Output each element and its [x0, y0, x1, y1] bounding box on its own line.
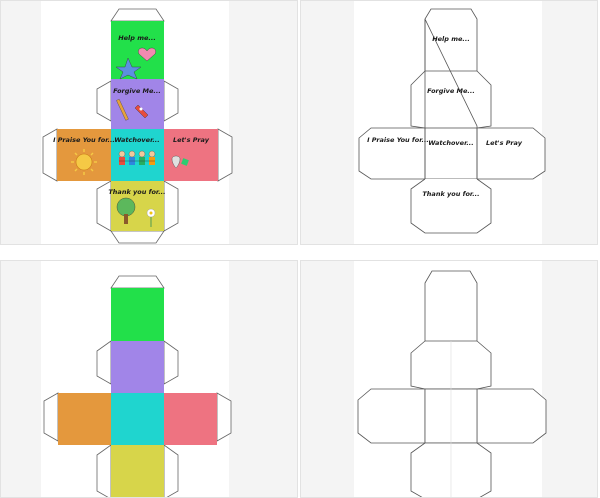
face-left — [58, 393, 111, 445]
face-bottom — [111, 445, 164, 497]
label-help: Help me... — [118, 34, 156, 42]
star-icon — [115, 57, 142, 80]
label-praise: I Praise You for... — [53, 136, 115, 144]
label-help: Help me... — [432, 35, 470, 43]
glue-tab-top — [110, 275, 165, 289]
strawberry-icon — [171, 155, 189, 169]
children-icon — [118, 150, 156, 165]
face-upper — [111, 341, 164, 393]
face-pray — [164, 129, 218, 181]
label-watchover: Watchover... — [428, 139, 474, 147]
glue-tab — [43, 392, 59, 442]
label-forgive: Forgive Me... — [113, 87, 161, 95]
label-watchover: Watchover... — [114, 136, 160, 144]
label-forgive: Forgive Me... — [427, 87, 475, 95]
label-pray: Let's Pray — [173, 136, 210, 144]
cube-net-color-with-text: Help me... Forgive Me... I Praise You fo… — [42, 8, 233, 244]
thumbnail-color-blank[interactable] — [0, 260, 298, 498]
thumbnail-color-with-text[interactable]: Help me... Forgive Me... I Praise You fo… — [0, 0, 298, 245]
label-pray: Let's Pray — [486, 139, 523, 147]
glue-tab — [96, 340, 112, 385]
glue-tab — [96, 444, 112, 497]
face-help — [111, 21, 164, 79]
cube-net-outline-with-text: Help me... Forgive Me... I Praise You fo… — [358, 8, 546, 234]
heart-icon — [138, 47, 156, 62]
label-praise: I Praise You for... — [367, 136, 429, 144]
flower-icon — [146, 208, 156, 227]
thumbnail-outline-with-text[interactable]: Help me... Forgive Me... I Praise You fo… — [300, 0, 598, 245]
thumbnail-outline-blank[interactable] — [300, 260, 598, 498]
glue-tab — [216, 392, 232, 442]
glue-tab — [163, 180, 179, 232]
glue-tab-top — [110, 8, 165, 22]
glue-tab — [217, 128, 233, 182]
cube-net-outline-blank — [357, 270, 547, 497]
glue-tab — [163, 340, 179, 385]
rocket-icon — [134, 104, 149, 119]
glue-tab-bottom — [110, 230, 165, 244]
cube-net-color-blank — [43, 275, 232, 497]
label-thank: Thank you for... — [422, 190, 479, 198]
glue-tab — [163, 444, 179, 497]
tree-icon — [116, 197, 136, 224]
label-thank: Thank you for... — [108, 188, 165, 196]
sun-icon — [71, 149, 97, 175]
face-center — [111, 393, 164, 445]
glue-tab — [96, 80, 112, 122]
pencil-icon — [116, 98, 129, 121]
face-right — [164, 393, 217, 445]
face-top — [111, 288, 164, 341]
glue-tab — [163, 80, 179, 122]
